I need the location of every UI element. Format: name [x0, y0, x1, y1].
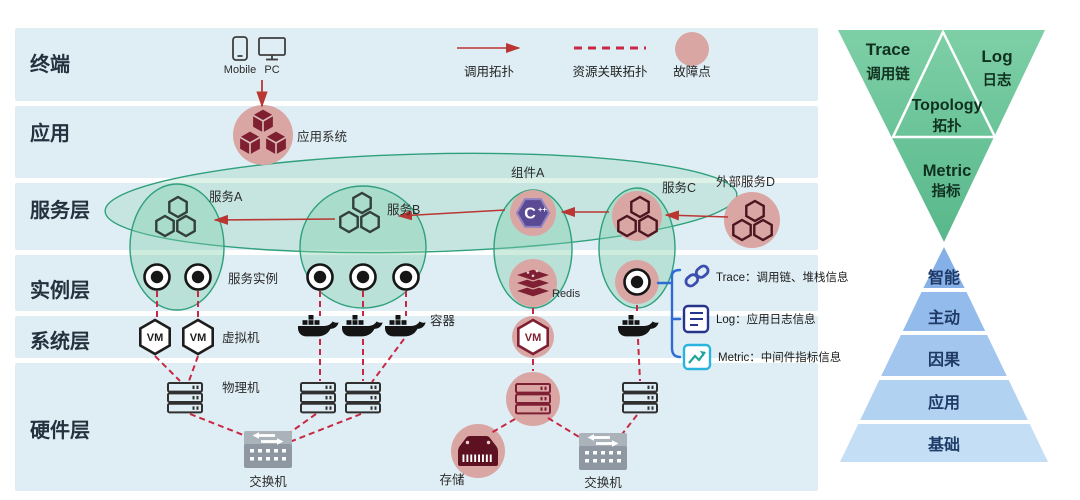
- triangle-topology-en: Topology: [912, 97, 983, 114]
- observability-triangle: Trace 调用链 Log 日志 Topology 拓扑 Metric 指标: [838, 29, 1045, 242]
- pyramid-label-1: 智能: [928, 268, 960, 287]
- component-a-label: 组件A: [511, 166, 545, 180]
- pyramid-level-1: [923, 247, 965, 288]
- capability-pyramid: 智能 主动 因果 应用 基础: [840, 247, 1048, 462]
- instance-icon: [349, 263, 377, 291]
- instance-icon: [392, 263, 420, 291]
- layer-label-hardware: 硬件层: [30, 418, 90, 442]
- metric-signal-text: Metric：中间件指标信息: [718, 350, 841, 364]
- terminal-devices: Mobile PC: [224, 36, 286, 76]
- triangle-topology-cn: 拓扑: [933, 117, 962, 135]
- fault-physical-server: [506, 372, 560, 426]
- app-system-label: 应用系统: [297, 129, 347, 144]
- layer-label-application: 应用: [30, 121, 70, 145]
- instance-icon: [184, 263, 212, 291]
- cpp-plus: ++: [538, 205, 547, 214]
- layer-label-service: 服务层: [30, 198, 90, 222]
- triangle-metric-cn: 指标: [932, 182, 961, 200]
- cpp-component-icon: C ++: [515, 198, 551, 228]
- switch-right-label: 交换机: [584, 475, 622, 490]
- pyramid-label-5: 基础: [927, 435, 960, 454]
- resource-association-links: [154, 291, 641, 444]
- pyramid-label-4: 应用: [928, 393, 960, 412]
- inner-triangle-divider: [891, 29, 998, 139]
- bracket-connector: [656, 268, 682, 359]
- service-c-label: 服务C: [662, 180, 696, 195]
- redis-icon: [514, 268, 552, 298]
- pyramid-level-2: [902, 292, 986, 331]
- instance-icon: [143, 263, 171, 291]
- legend-resource-label: 资源关联拓扑: [572, 65, 648, 79]
- pyramid-level-3: [881, 335, 1007, 376]
- service-instance-label: 服务实例: [228, 271, 278, 286]
- trace-signal-text: Trace：调用链、堆栈信息: [716, 270, 848, 284]
- triangle-metric-en: Metric: [923, 162, 972, 180]
- mobile-label: Mobile: [224, 64, 256, 76]
- pyramid-label-2: 主动: [928, 308, 960, 327]
- legend-call-label: 调用拓扑: [464, 65, 515, 79]
- switch-left-label: 交换机: [249, 474, 287, 489]
- triangle-trace-cn: 调用链: [866, 65, 910, 83]
- triangle-log-en: Log: [981, 47, 1012, 66]
- pc-label: PC: [264, 64, 279, 76]
- redis-label: Redis: [552, 288, 581, 300]
- pyramid-level-5: [840, 424, 1048, 462]
- instance-icon: [306, 263, 334, 291]
- switch-icon: [577, 431, 629, 472]
- storage-label: 存储: [439, 472, 464, 487]
- container-label: 容器: [430, 313, 456, 328]
- layer-label-terminal: 终端: [30, 52, 70, 76]
- layer-label-system: 系统层: [30, 329, 90, 353]
- external-service-d-label: 外部服务D: [716, 174, 775, 189]
- pc-icon: [258, 37, 286, 61]
- log-document-icon: [682, 304, 710, 334]
- log-signal-text: Log：应用日志信息: [716, 312, 816, 326]
- physical-machine-label: 物理机: [222, 381, 260, 395]
- service-a-label: 服务A: [209, 189, 243, 204]
- layer-label-instance: 实例层: [30, 278, 90, 302]
- triangle-trace-en: Trace: [866, 40, 910, 59]
- triangle-log-cn: 日志: [983, 71, 1012, 89]
- application-scope-ellipse: [104, 152, 738, 254]
- vm-label: 虚拟机: [222, 331, 260, 345]
- trace-chain-icon: [684, 264, 710, 288]
- legend: 调用拓扑 资源关联拓扑 故障点: [457, 42, 711, 79]
- service-b-label: 服务B: [387, 202, 420, 217]
- mobile-icon: [232, 36, 248, 61]
- cpp-letter: C: [524, 206, 536, 223]
- pyramid-label-3: 因果: [928, 351, 960, 369]
- vm-icon: [182, 318, 214, 356]
- call-topology-arrows: [213, 80, 729, 225]
- legend-fault-circle: [675, 32, 709, 66]
- metric-chart-icon: [682, 343, 712, 371]
- vm-icon: [139, 318, 171, 356]
- switch-icon: [242, 429, 294, 470]
- signal-annotations: Trace：调用链、堆栈信息 Log：应用日志信息 Metric：中间件指标信息: [656, 264, 848, 371]
- pyramid-level-4: [860, 380, 1028, 420]
- vm-fault-icon: [516, 318, 550, 356]
- instance-icon: [623, 268, 651, 296]
- layer-labels: 终端 应用 服务层 实例层 系统层 硬件层: [30, 52, 90, 442]
- legend-fault-label: 故障点: [673, 64, 711, 79]
